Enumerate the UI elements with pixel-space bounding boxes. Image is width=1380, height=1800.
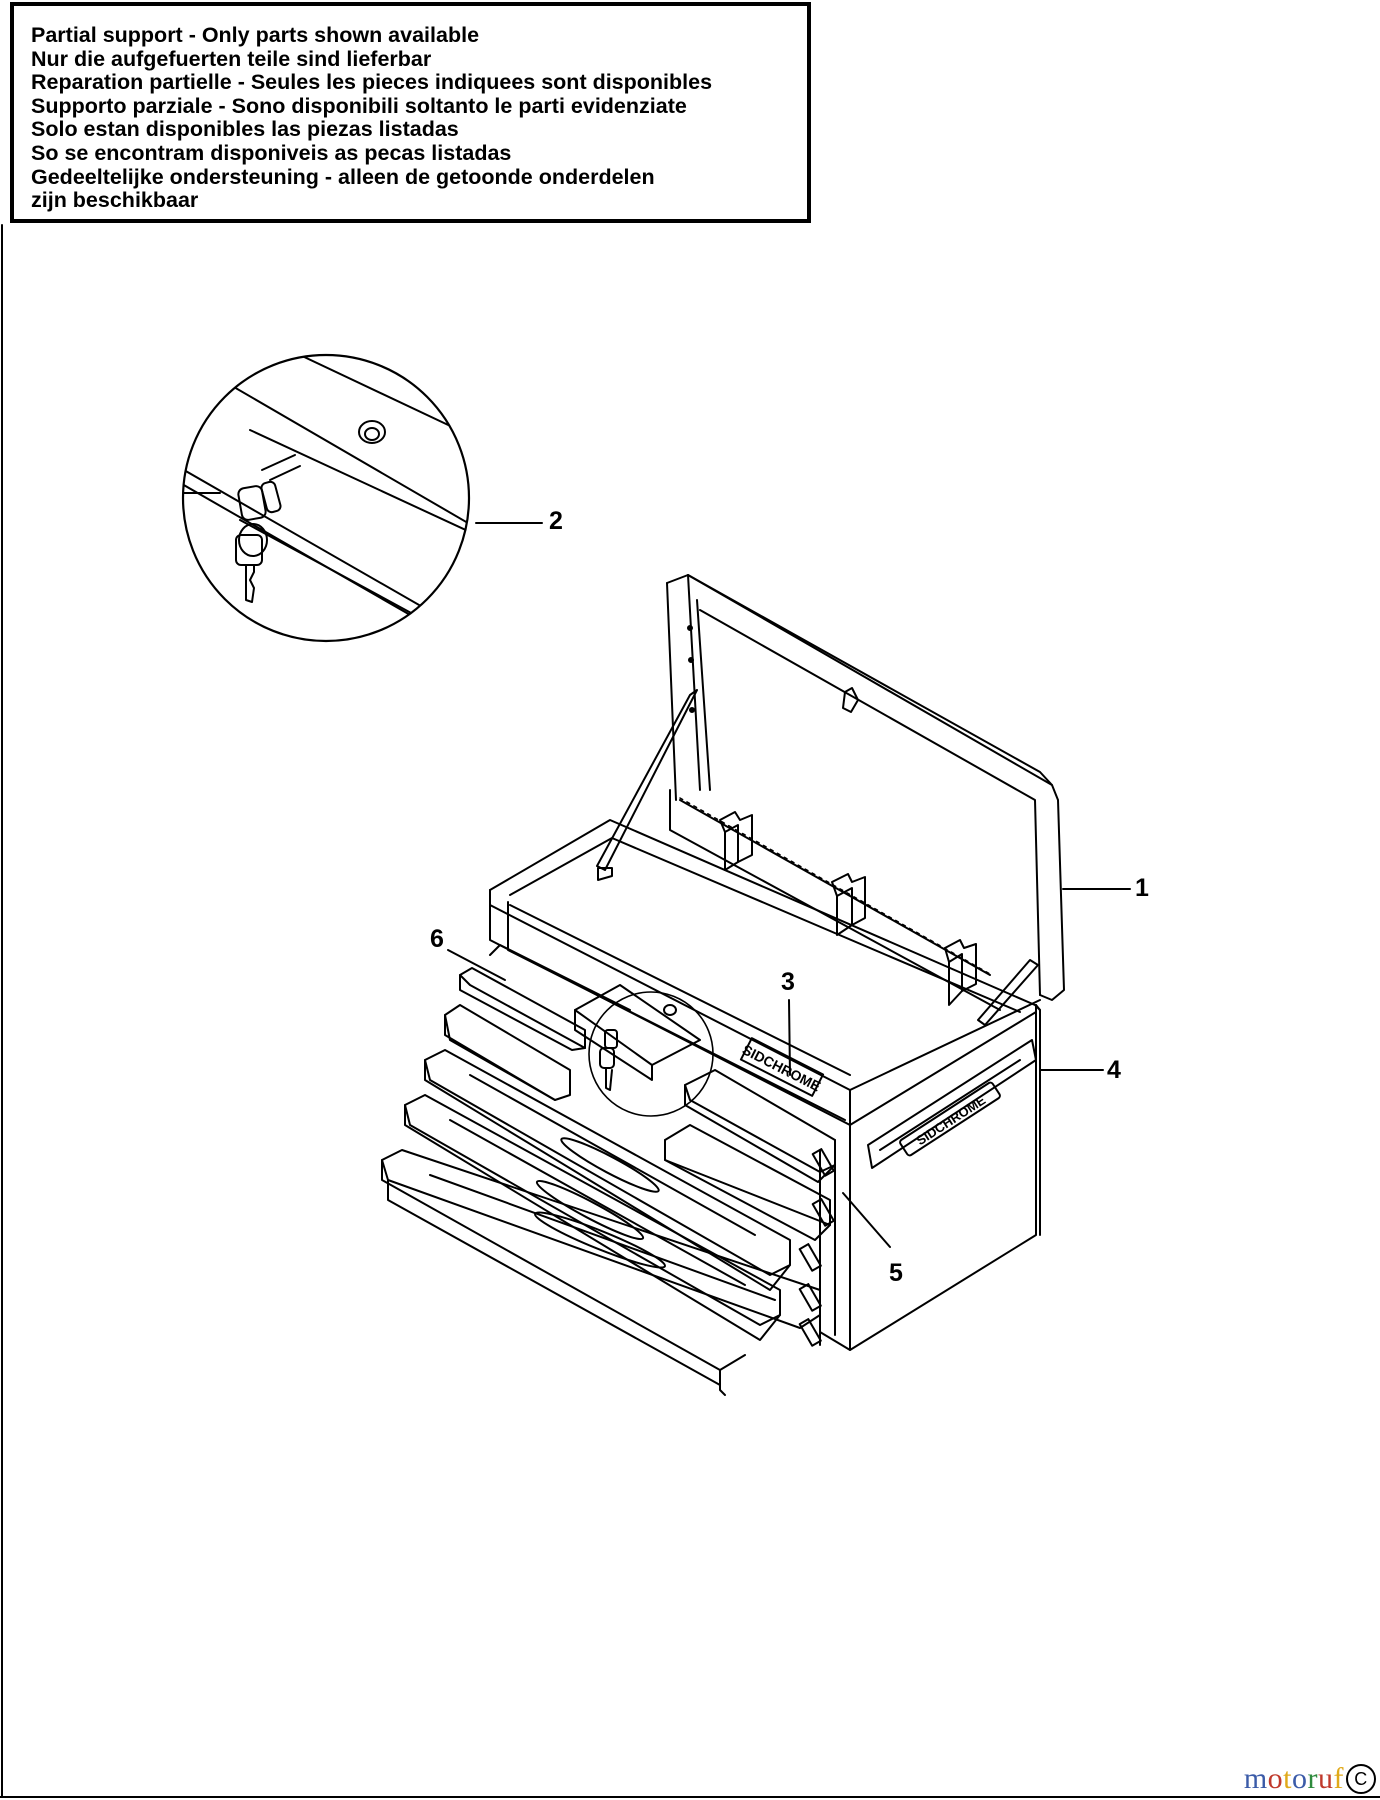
key-blade bbox=[245, 564, 255, 603]
leader-3 bbox=[788, 999, 791, 1076]
watermark-letter: o bbox=[1292, 1762, 1308, 1795]
drawer-bottom bbox=[381, 1149, 822, 1396]
tray-divider-2 bbox=[831, 873, 866, 936]
drawer-row-4 bbox=[404, 1094, 822, 1341]
notice-line-nl: Gedeeltelijke ondersteuning - alleen de … bbox=[31, 164, 655, 189]
callout-6: 6 bbox=[430, 925, 444, 953]
watermark-letter: f bbox=[1333, 1762, 1344, 1795]
drawer-top-left bbox=[459, 944, 631, 1051]
watermark-letter: o bbox=[1267, 1762, 1284, 1795]
side-panel bbox=[849, 1004, 1037, 1351]
notice-line-fr: Reparation partielle - Seules les pieces… bbox=[31, 70, 713, 95]
notice-line-it: Supporto parziale - Sono disponibili sol… bbox=[31, 93, 687, 118]
notice-line-en: Partial support - Only parts shown avail… bbox=[31, 23, 480, 47]
notice-line-pt: So se encontram disponiveis as pecas lis… bbox=[31, 140, 512, 165]
drawer-row-2-left bbox=[444, 1004, 571, 1101]
lock-detail-inset bbox=[181, 353, 471, 643]
watermark-letter: m bbox=[1243, 1762, 1268, 1795]
notice-line-nl-cont: zijn beschikbaar bbox=[31, 188, 199, 213]
watermark-letter: t bbox=[1283, 1762, 1292, 1795]
callout-3: 3 bbox=[781, 968, 795, 996]
partial-support-notice: Partial support - Only parts shown avail… bbox=[10, 2, 811, 223]
leader-lines bbox=[447, 522, 1131, 1248]
watermark-letter: r bbox=[1307, 1762, 1318, 1795]
notice-line-es: Solo estan disponibles las piezas listad… bbox=[31, 117, 459, 142]
leader-6 bbox=[447, 949, 506, 981]
drawers bbox=[381, 944, 836, 1396]
watermark-letter: u bbox=[1318, 1762, 1334, 1795]
lock-cylinder bbox=[358, 420, 386, 444]
tray-divider-3 bbox=[944, 939, 977, 1006]
callout-1: 1 bbox=[1135, 874, 1149, 902]
detail-circle bbox=[181, 353, 471, 643]
copyright-icon: C bbox=[1346, 1764, 1376, 1794]
side-handle: SIDCHROME bbox=[867, 1039, 1037, 1169]
callout-5: 5 bbox=[889, 1259, 903, 1287]
drawer-row-2-right bbox=[664, 1124, 835, 1241]
callout-2: 2 bbox=[549, 507, 563, 535]
page-bottom-rule bbox=[0, 1796, 1380, 1798]
leader-5 bbox=[842, 1192, 891, 1248]
tray-divider-1 bbox=[719, 811, 753, 871]
notice-line-de: Nur die aufgefuerten teile sind lieferba… bbox=[31, 46, 432, 71]
lid-stay-left bbox=[596, 689, 698, 871]
front-lock-highlight bbox=[588, 991, 714, 1117]
chest-lid bbox=[596, 574, 1065, 1026]
callout-4: 4 bbox=[1107, 1056, 1121, 1084]
front-lock-cylinder bbox=[663, 1004, 677, 1016]
key-bow bbox=[235, 534, 263, 566]
